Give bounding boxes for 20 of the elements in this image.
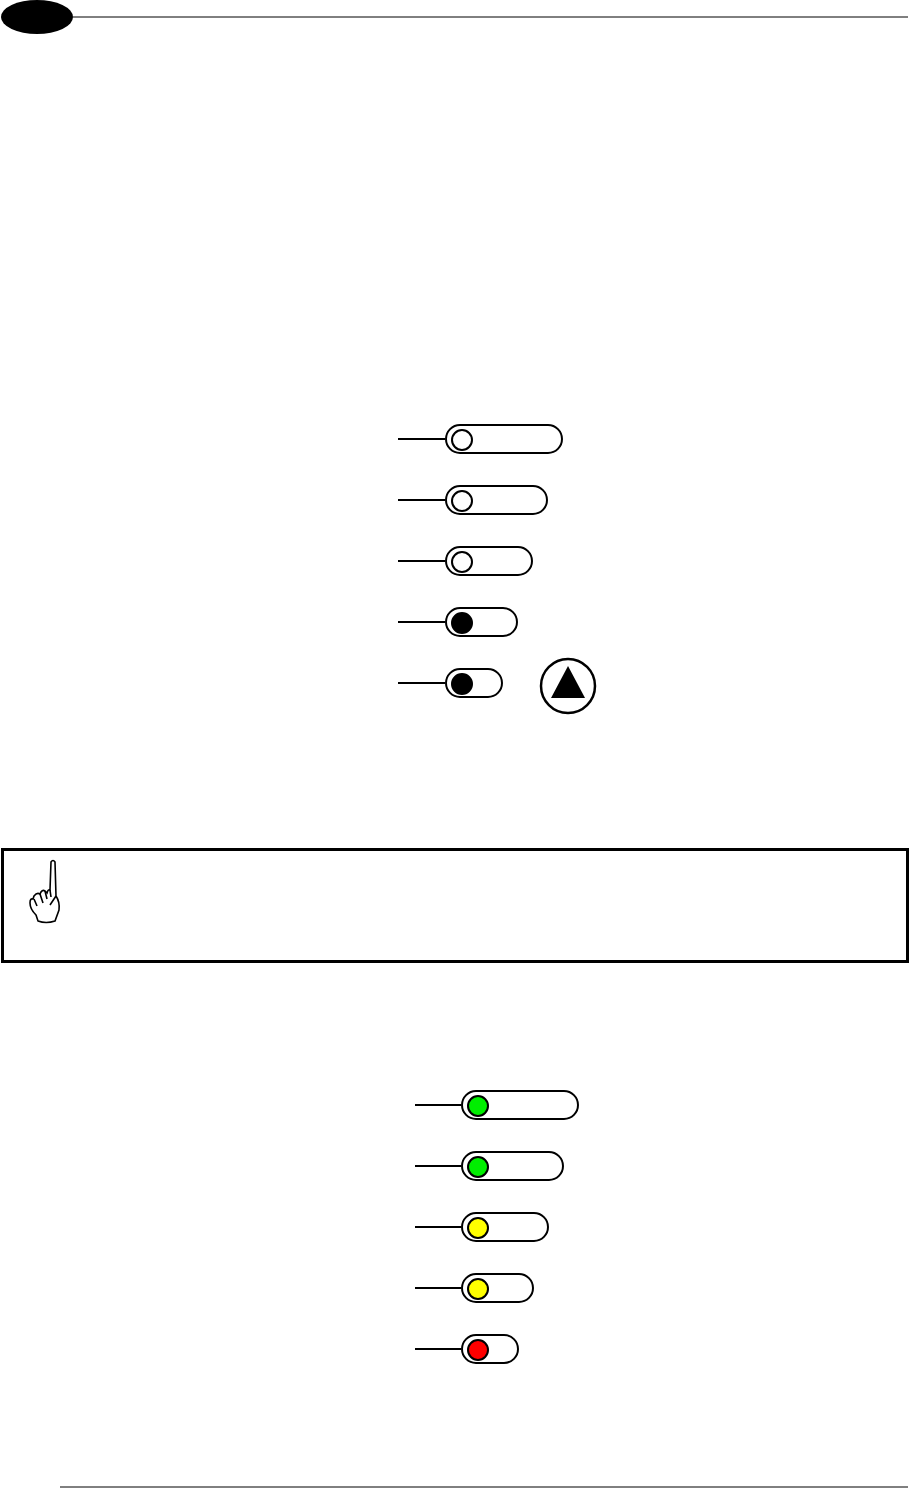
leader-line	[414, 1104, 462, 1106]
leader-line	[414, 1287, 462, 1289]
led-indicator	[445, 424, 563, 454]
leader-line	[414, 1165, 462, 1167]
leader-line	[397, 621, 446, 623]
led-indicator	[461, 1212, 549, 1242]
led-indicator	[461, 1334, 519, 1364]
leader-line	[397, 682, 446, 684]
leader-line	[414, 1348, 462, 1350]
led-indicator	[445, 607, 518, 637]
leader-line	[414, 1226, 462, 1228]
led-indicator	[461, 1273, 534, 1303]
led-indicator	[461, 1151, 564, 1181]
leader-line	[397, 560, 446, 562]
leader-line	[397, 438, 446, 440]
led-indicator	[445, 668, 503, 698]
led-indicator	[461, 1090, 579, 1120]
led-indicator	[445, 485, 548, 515]
leader-line	[397, 499, 446, 501]
led-indicator	[445, 546, 533, 576]
